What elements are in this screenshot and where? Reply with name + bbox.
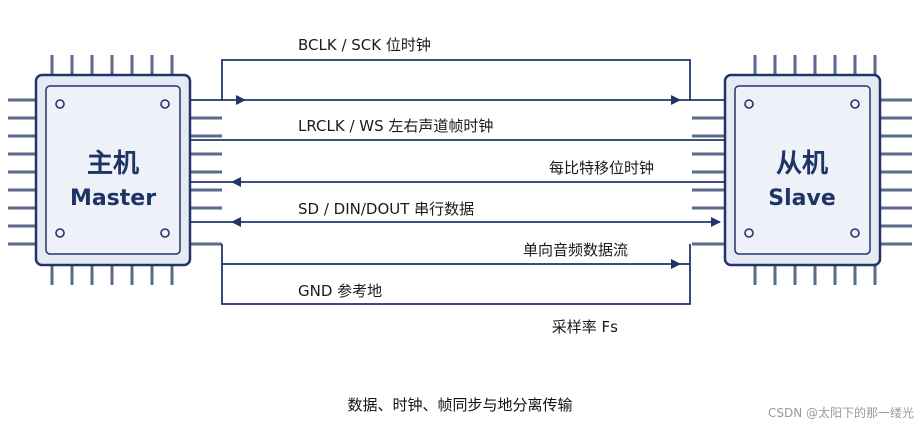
master-top-pins	[50, 55, 174, 75]
slave-corner-dot	[744, 99, 754, 109]
slave-title-en: Slave	[768, 186, 836, 211]
master-title-cn: 主机	[87, 149, 139, 179]
slave-corner-dot	[744, 228, 754, 238]
sample-rate-note: 采样率 Fs	[552, 318, 618, 336]
gnd-bracket-line	[221, 244, 691, 305]
master-title-en: Master	[70, 186, 156, 211]
master-corner-dot	[160, 99, 170, 109]
gnd-label: GND 参考地	[298, 282, 382, 300]
slave-chip-inner	[734, 85, 871, 255]
master-corner-dot	[160, 228, 170, 238]
sd-label: SD / DIN/DOUT 串行数据	[298, 200, 474, 218]
bit-clock-note: 每比特移位时钟	[549, 159, 654, 177]
bclk-label: BCLK / SCK 位时钟	[298, 36, 431, 54]
diagram-caption: 数据、时钟、帧同步与地分离传输	[347, 396, 572, 414]
slave-top-pins	[753, 55, 877, 75]
slave-left-pins	[692, 116, 725, 246]
dataflow-note: 单向音频数据流	[523, 241, 628, 259]
master-corner-dot	[55, 99, 65, 109]
slave-bottom-pins	[753, 265, 877, 285]
csdn-watermark: CSDN @太阳下的那一缕光	[768, 405, 914, 420]
slave-right-pins	[880, 98, 912, 246]
bclk-bracket-line	[221, 59, 691, 100]
slave-title-cn: 从机	[776, 149, 828, 179]
master-right-pins	[190, 116, 222, 246]
master-left-pins	[8, 98, 36, 246]
master-chip: 主机 Master	[8, 55, 222, 285]
slave-corner-dot	[850, 99, 860, 109]
master-chip-inner	[45, 85, 181, 255]
signal-lines	[190, 59, 725, 305]
slave-chip: 从机 Slave	[692, 55, 912, 285]
lrclk-label: LRCLK / WS 左右声道帧时钟	[298, 117, 493, 135]
slave-corner-dot	[850, 228, 860, 238]
master-corner-dot	[55, 228, 65, 238]
master-bottom-pins	[50, 265, 174, 285]
